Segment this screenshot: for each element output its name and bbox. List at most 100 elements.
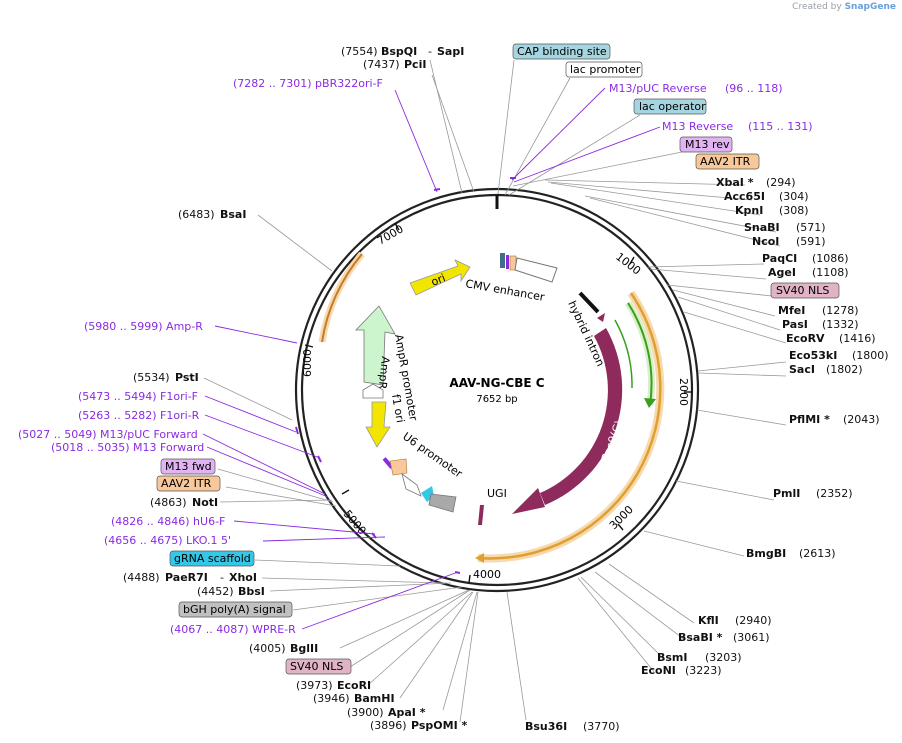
kpni-name: KpnI [735,204,763,217]
hybrid-intron-mark [597,313,605,322]
plasmid-name: AAV-NG-CBE C [449,376,544,390]
cas9-arc [540,328,623,505]
bspqi-num: (7554) [341,45,378,58]
aav2-itr-box [695,153,760,170]
bspqi-name: BspQI [381,45,417,58]
bsai-num: (6483) [178,208,215,221]
aav2-itr-box-2 [156,475,221,492]
bgh-polya-label: bGH poly(A) signal [183,603,286,616]
ecorv-name: EcoRV [786,332,825,345]
snapgene-logo: SnapGene [844,2,896,12]
u6-promoter-label: U6 promoter [400,430,465,481]
kfli-name: KflI [698,614,719,627]
grna-scaffold-box [169,550,255,567]
bmgbi-name: BmgBI [746,547,786,560]
f1-ori-arrow [365,401,391,448]
xbai-num: (294) [766,176,796,189]
econi-name: EcoNI [641,664,676,677]
f1ori-r-label: (5263 .. 5282) F1ori-R [78,409,200,422]
mfei-num: (1278) [822,304,859,317]
acc65i-num: (304) [779,190,809,203]
kfli-num: (2940) [735,614,772,627]
paer7i-sep: - [220,571,224,584]
eco53ki-name: Eco53kI [789,349,837,362]
noti-name: NotI [192,496,218,509]
hu6-f-label: (4826 .. 4846) hU6-F [111,515,225,528]
ori-label: ori [429,271,447,288]
sv40-nls-label-2: SV40 NLS [290,660,343,673]
paer7i-num: (4488) [123,571,160,584]
m13puc-rev-range: (96 .. 118) [725,82,783,95]
pbr322ori-f-label: (7282 .. 7301) pBR322ori-F [233,77,383,90]
psti-name: PstI [175,371,199,384]
paqci-name: PaqCI [762,252,797,265]
m13-rev-box-label: M13 rev [685,138,730,151]
ncoi-name: NcoI [752,235,779,248]
bglii-num: (4005) [249,642,286,655]
bsu36i-num: (3770) [583,720,620,733]
bspqi-sep: - [428,45,432,58]
pcii-num: (7437) [363,58,400,71]
tick-1000: 1000 [613,250,643,277]
green-arc-inner [614,319,633,389]
ecorv-num: (1416) [839,332,876,345]
bbsi-name: BbsI [238,585,265,598]
pmli-name: PmlI [773,487,800,500]
bsmi-num: (3203) [705,651,742,664]
bsabi-num: (3061) [733,631,770,644]
cap-binding-box [512,43,611,60]
snapgene-credit: Created by SnapGene [792,2,896,12]
bglii-name: BglII [290,642,318,655]
saci-num: (1802) [826,363,863,376]
pasi-num: (1332) [822,318,859,331]
m13-reverse-range: (115 .. 131) [748,120,813,133]
bamhi-num: (3946) [313,692,350,705]
xhoi-name: XhoI [229,571,257,584]
bbsi-num: (4452) [197,585,234,598]
grna-scaffold-label: gRNA scaffold [174,552,251,565]
tick-marks [304,222,692,584]
sv40-nls-box [770,282,840,299]
hybrid-intron-bar [578,291,600,314]
agei-name: AgeI [768,266,796,279]
snabi-name: SnaBI [744,221,780,234]
ugi-label: UGI [487,487,507,500]
pasi-name: PasI [782,318,808,331]
kpni-num: (308) [779,204,809,217]
pspomi-num: (3896) [370,719,407,732]
acc65i-name: Acc65I [724,190,765,203]
tick-4000: 4000 [473,568,501,581]
saci-name: SacI [789,363,815,376]
lac-operator-box [633,98,707,115]
bsmi-name: BsmI [657,651,688,664]
bsabi-name: BsaBI * [678,631,723,644]
agei-num: (1108) [812,266,849,279]
cmv-segment-1 [500,253,505,268]
left-band [318,251,365,343]
pcii-name: PciI [404,58,426,71]
ampr-arrow [355,305,396,386]
cmv-enhancer-label: CMV enhancer [464,277,545,304]
m13puc-fwd-label: (5027 .. 5049) M13/pUC Forward [18,428,198,441]
green-arc [627,302,653,406]
bsai-name: BsaI [220,208,246,221]
lac-promoter-label: lac promoter [570,63,641,76]
lac-promoter-box [565,61,643,78]
sapi-name: SapI [437,45,464,58]
amp-r-primer-label: (5980 .. 5999) Amp-R [84,320,203,333]
bamhi-name: BamHI [354,692,395,705]
green-arc-head [644,398,656,408]
cmv-segment-2 [506,255,509,269]
ecori-num: (3973) [296,679,333,692]
pspomi-name: PspOMI * [411,719,468,732]
sv40-nls-box-2 [285,658,352,675]
backbone-outer [294,187,700,593]
u6-mark-1 [382,457,394,469]
snabi-num: (571) [796,221,826,234]
ampr-label: AmpR [376,356,392,390]
xbai-name: XbaI * [716,176,754,189]
cap-binding-label: CAP binding site [517,45,607,58]
u6-itr-box [389,458,408,476]
psti-num: (5534) [133,371,170,384]
m13-reverse-label: M13 Reverse [662,120,733,133]
